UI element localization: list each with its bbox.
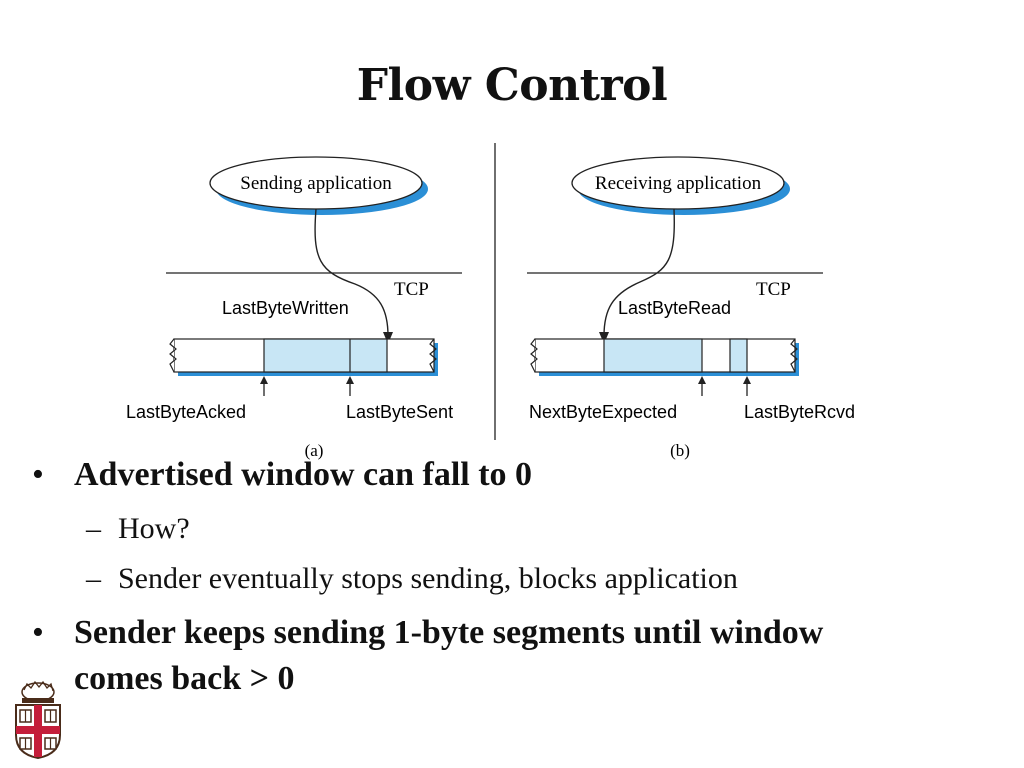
sub-bullet-text: How? [118, 512, 190, 545]
caption-b: (b) [670, 441, 690, 460]
last-byte-rcvd-label: LastByteRcvd [744, 402, 855, 422]
buffer-window-a [263, 338, 388, 373]
slide-title: Flow Control [356, 60, 668, 111]
bullet-text-line2: comes back > 0 [74, 660, 295, 697]
sending-application-label: Sending application [240, 173, 392, 194]
receiving-application-label: Receiving application [595, 173, 762, 194]
last-byte-read-label: LastByteRead [618, 298, 731, 318]
caption-a: (a) [305, 441, 324, 460]
last-byte-written-label: LastByteWritten [222, 298, 349, 318]
last-byte-acked-label: LastByteAcked [126, 402, 246, 422]
bullet-list: • Advertised window can fall to 0 – How?… [30, 452, 1010, 702]
bullet-dot: • [32, 614, 44, 651]
diagram-a: Sending application TCP LastByteWritten … [126, 156, 462, 460]
sub-bullet-item: – How? [30, 504, 1010, 554]
next-byte-expected-label: NextByteExpected [529, 402, 677, 422]
buffer-out-of-order-b [729, 338, 748, 373]
tcp-label-b: TCP [756, 279, 791, 300]
diagram-b: Receiving application TCP LastByteRead N… [527, 156, 855, 460]
bullet-text-line1: Sender keeps sending 1-byte segments unt… [74, 614, 824, 651]
bullet-item: • Advertised window can fall to 0 [30, 452, 1010, 498]
brown-university-shield-icon [15, 680, 61, 760]
buffer-received-b [603, 338, 703, 373]
sub-bullet-text: Sender eventually stops sending, blocks … [118, 562, 738, 595]
bullet-text: Advertised window can fall to 0 [74, 456, 533, 493]
bullet-item: • Sender keeps sending 1-byte segments u… [30, 610, 1010, 702]
bullet-dot: • [32, 456, 44, 493]
flow-control-diagram: Sending application TCP LastByteWritten … [126, 143, 855, 460]
tcp-label-a: TCP [394, 279, 429, 300]
sub-bullet-item: – Sender eventually stops sending, block… [30, 554, 1010, 604]
sub-bullet-dash: – [86, 562, 101, 595]
receiving-application-bubble [571, 156, 785, 210]
last-byte-sent-label: LastByteSent [346, 402, 453, 422]
sub-bullet-dash: – [86, 512, 101, 545]
